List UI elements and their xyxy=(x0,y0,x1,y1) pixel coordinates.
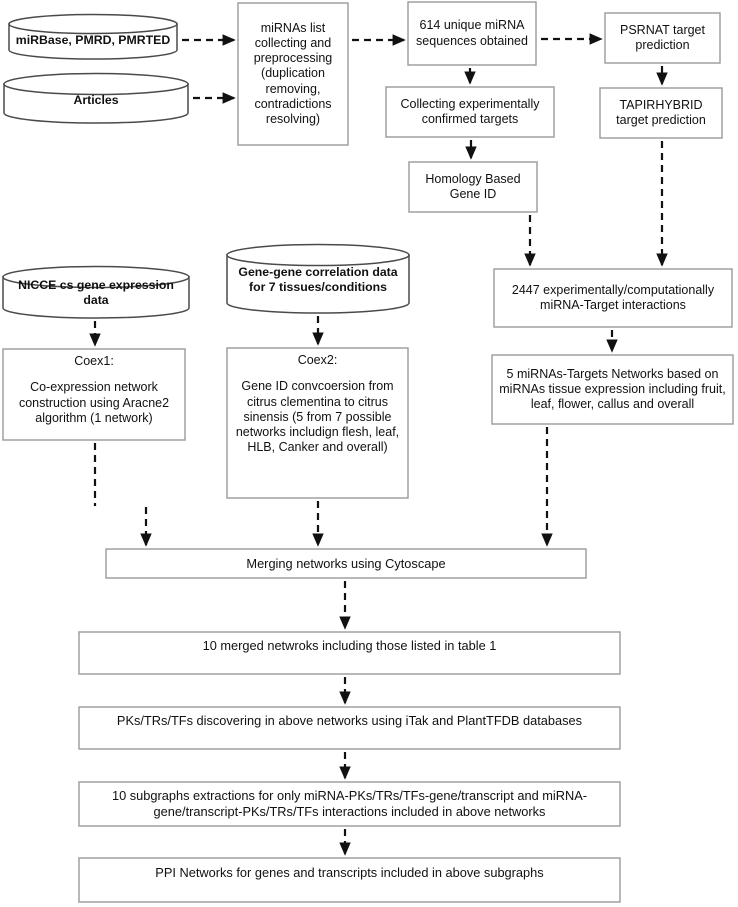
node-proc-2447 xyxy=(493,268,733,328)
node-proc-tapirhybrid xyxy=(599,87,723,139)
node-proc-pktrtf xyxy=(78,706,621,750)
node-proc-coex1 xyxy=(2,348,186,441)
node-proc-ppi xyxy=(78,857,621,903)
node-proc-subgraphs xyxy=(78,781,621,827)
node-proc-psrnat xyxy=(604,12,721,64)
node-proc-collect-exp xyxy=(385,86,555,138)
node-db-articles xyxy=(3,72,189,124)
node-proc-614 xyxy=(407,1,537,66)
node-proc-merging xyxy=(105,548,587,579)
node-proc-collect xyxy=(237,2,349,146)
node-db-mirbase xyxy=(8,13,178,60)
node-proc-5networks xyxy=(491,354,734,425)
node-proc-10merged xyxy=(78,631,621,675)
node-proc-coex2 xyxy=(226,347,409,499)
node-db-nicce xyxy=(2,265,190,319)
node-db-genegene xyxy=(226,243,410,314)
node-proc-homology xyxy=(408,161,538,213)
